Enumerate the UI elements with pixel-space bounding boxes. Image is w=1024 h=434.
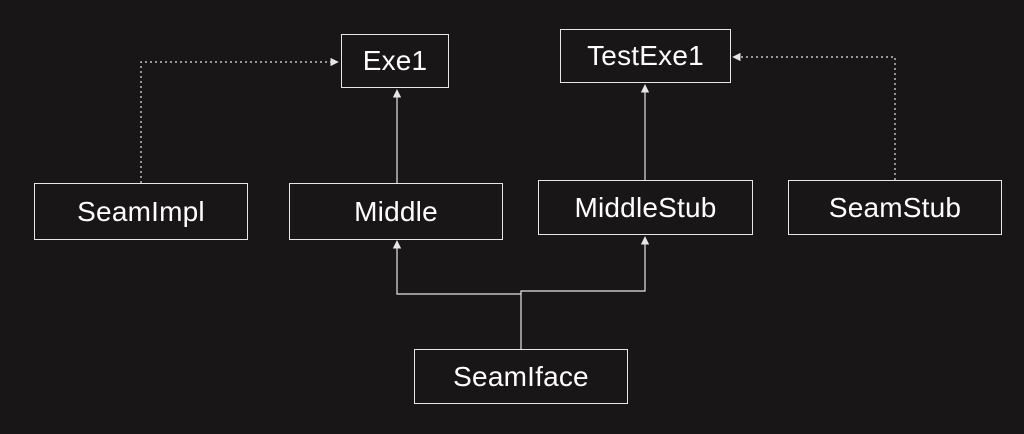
edge-seamimpl-to-exe1 (140, 57, 339, 183)
edge-seamiface-to-middlestub (520, 236, 650, 294)
edge-seamstub-to-testexe1 (732, 52, 896, 180)
node-testexe1: TestExe1 (560, 29, 731, 83)
edge-seamiface-to-middle (392, 240, 522, 349)
node-middle: Middle (289, 183, 503, 240)
node-seamimpl: SeamImpl (34, 183, 248, 240)
node-seamiface: SeamIface (414, 349, 628, 404)
node-exe1: Exe1 (341, 34, 449, 88)
node-seamstub: SeamStub (788, 180, 1002, 235)
node-middlestub: MiddleStub (538, 180, 753, 235)
